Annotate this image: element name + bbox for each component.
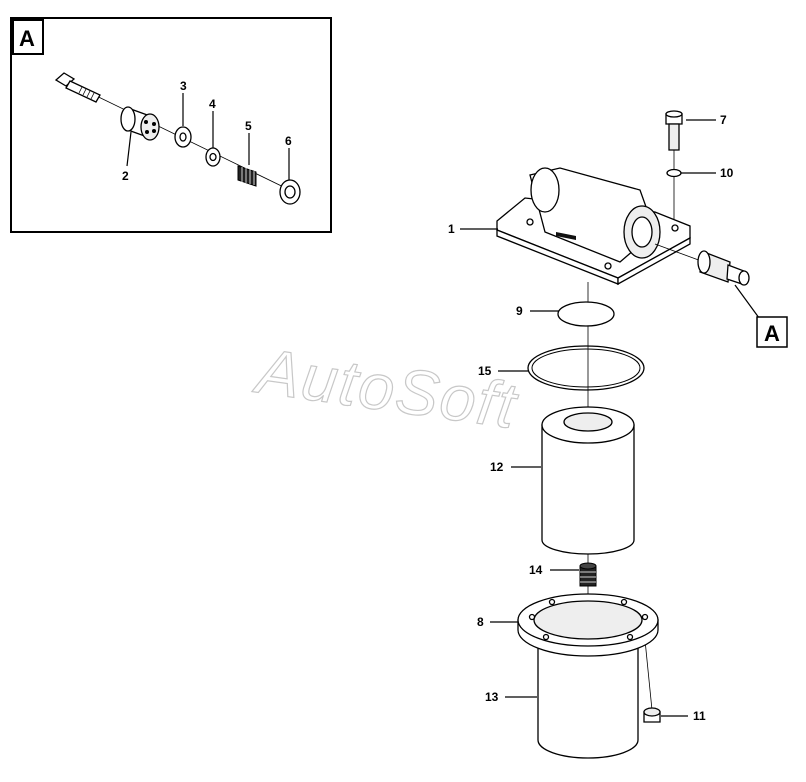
part-10-washer <box>666 168 682 178</box>
part-1-filter-head <box>496 167 691 286</box>
part-6-cap <box>279 179 301 205</box>
drain-axis-line <box>644 639 653 711</box>
label-3: 3 <box>180 79 187 93</box>
label-8: 8 <box>477 615 484 629</box>
label-5: 5 <box>245 119 252 133</box>
detail-a-tag-box <box>12 19 44 55</box>
part-9-o-ring <box>557 301 615 327</box>
part-12-filter-element <box>541 406 635 555</box>
part-5-spring <box>237 165 257 187</box>
label-1: 1 <box>448 222 455 236</box>
detail-a-tag: A <box>19 26 35 51</box>
part-2-valve-body <box>120 106 160 141</box>
part-4-washer <box>205 147 221 167</box>
label-9: 9 <box>516 304 523 318</box>
relief-valve-assembly: A <box>654 243 788 348</box>
part-14-spring <box>579 562 597 587</box>
watermark: AutoSoft <box>249 334 522 442</box>
label-13: 13 <box>485 690 499 704</box>
part-15-seal-ring <box>527 345 645 391</box>
label-11: 11 <box>693 709 706 723</box>
callout-a-box <box>756 316 788 348</box>
part-8-flange <box>517 593 659 657</box>
part-11-drain-plug <box>643 707 661 723</box>
label-14: 14 <box>529 563 543 577</box>
label-12: 12 <box>490 460 504 474</box>
callout-a-tag: A <box>764 321 780 346</box>
leader-2 <box>126 131 132 167</box>
label-4: 4 <box>209 97 216 111</box>
part-7-screw <box>665 110 683 151</box>
detail-a-inset: A <box>10 17 332 233</box>
part-13-filter-bowl <box>537 644 639 759</box>
detail-bolt <box>54 72 101 103</box>
label-15: 15 <box>478 364 492 378</box>
label-10: 10 <box>720 166 734 180</box>
label-2: 2 <box>122 169 129 183</box>
leader-a <box>734 284 763 323</box>
detail-a-frame <box>10 17 332 233</box>
label-7: 7 <box>720 113 727 127</box>
label-6: 6 <box>285 134 292 148</box>
part-3-washer <box>174 126 192 148</box>
